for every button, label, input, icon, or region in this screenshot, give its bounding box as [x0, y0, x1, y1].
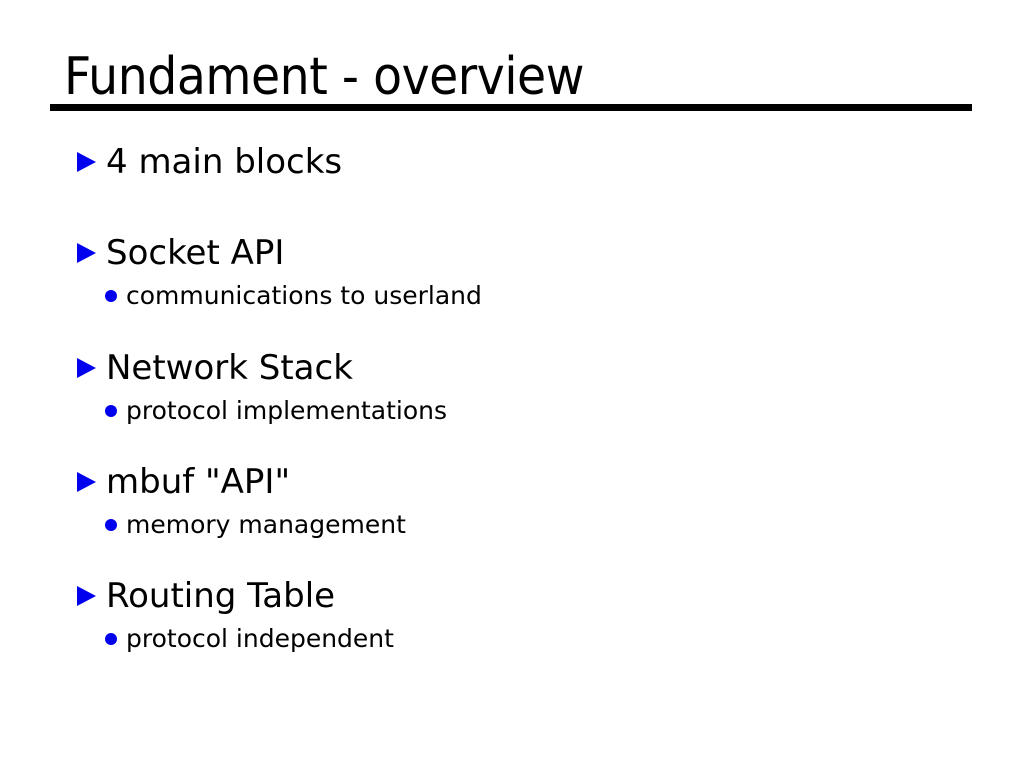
- sub-bullet-item: protocol independent: [105, 623, 394, 655]
- bullet-item: Network Stack protocol implementations: [77, 348, 447, 427]
- bullet-row: Socket API: [77, 233, 482, 273]
- bullet-item: Routing Table protocol independent: [77, 576, 394, 655]
- bullet-label: Socket API: [106, 233, 285, 273]
- title-underline: [50, 104, 972, 111]
- bullet-label: 4 main blocks: [106, 142, 343, 182]
- bullet-row: Routing Table: [77, 576, 394, 616]
- bullet-row: Network Stack: [77, 348, 447, 388]
- sub-bullet-item: protocol implementations: [105, 395, 447, 427]
- sub-bullet-item: memory management: [105, 509, 406, 541]
- sub-bullet-label: communications to userland: [126, 281, 482, 310]
- triangle-bullet-icon: [77, 586, 96, 606]
- sub-bullet-label: memory management: [126, 510, 406, 539]
- bullet-row: mbuf "API": [77, 462, 406, 502]
- bullet-item: mbuf "API" memory management: [77, 462, 406, 541]
- dot-bullet-icon: [105, 290, 117, 302]
- dot-bullet-icon: [105, 633, 117, 645]
- bullet-label: Network Stack: [106, 348, 353, 388]
- bullet-row: 4 main blocks: [77, 142, 342, 182]
- bullet-label: Routing Table: [106, 576, 336, 616]
- bullet-label: mbuf "API": [106, 462, 291, 502]
- dot-bullet-icon: [105, 519, 117, 531]
- triangle-bullet-icon: [77, 152, 96, 172]
- triangle-bullet-icon: [77, 472, 96, 492]
- triangle-bullet-icon: [77, 243, 96, 263]
- bullet-item: Socket API communications to userland: [77, 233, 482, 312]
- sub-bullet-label: protocol implementations: [126, 396, 448, 425]
- sub-bullet-label: protocol independent: [126, 624, 394, 653]
- dot-bullet-icon: [105, 405, 117, 417]
- page-title: Fundament - overview: [64, 47, 584, 107]
- triangle-bullet-icon: [77, 358, 96, 378]
- bullet-item: 4 main blocks: [77, 142, 342, 182]
- sub-bullet-item: communications to userland: [105, 280, 482, 312]
